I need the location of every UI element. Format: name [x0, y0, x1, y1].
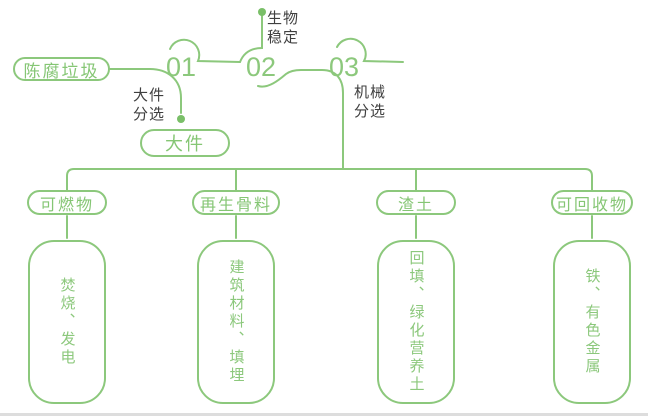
- label-bio-stabilization-line2: 稳定: [267, 28, 300, 46]
- label-bio-stabilization: 生物 稳定: [267, 10, 299, 47]
- wire-02-to-main-drop: [257, 69, 344, 169]
- detail-text-slag-soil: 回填、绿化营养土: [407, 250, 425, 394]
- detail-box-recycled-aggregate: 建筑材料、填埋: [197, 240, 275, 404]
- detail-text-combustibles: 焚烧、发电: [58, 277, 76, 367]
- step-number-01: 01: [165, 52, 197, 82]
- label-bio-stabilization-line1: 生物: [267, 10, 300, 27]
- branch-combustibles-label: 可燃物: [39, 196, 94, 214]
- label-bulky-sorting: 大件 分选: [133, 87, 165, 124]
- branch-combustibles-node: 可燃物: [27, 190, 107, 215]
- branch-recycled-aggregate-node: 再生骨料: [192, 190, 280, 215]
- wire-arc-over-03-exit: [336, 37, 404, 63]
- branch-recyclables-node: 可回收物: [551, 190, 633, 215]
- source-label: 陈腐垃圾: [23, 61, 100, 81]
- detail-text-recycled-aggregate: 建筑材料、填埋: [227, 259, 245, 385]
- label-bulky-sorting-line2: 分选: [133, 105, 166, 123]
- source-node: 陈腐垃圾: [13, 57, 110, 81]
- bottom-divider: [0, 413, 648, 416]
- wire-arc-to-bio-stem: [239, 15, 263, 63]
- detail-box-combustibles: 焚烧、发电: [28, 240, 106, 404]
- branch-recycled-aggregate-label: 再生骨料: [199, 196, 272, 214]
- label-mechanical-sorting-line1: 机械: [354, 84, 387, 101]
- branch-slag-soil-node: 渣土: [376, 190, 456, 215]
- step-number-03: 03: [328, 52, 360, 82]
- branch-slag-soil-label: 渣土: [397, 196, 434, 214]
- wire-arc-over-01: [169, 38, 241, 63]
- wire-source-to-bulky-drop: [109, 68, 182, 114]
- bulky-output-label: 大件: [165, 134, 205, 154]
- label-mechanical-sorting-line2: 分选: [354, 102, 387, 120]
- label-bulky-sorting-line1: 大件: [133, 87, 166, 104]
- detail-box-slag-soil: 回填、绿化营养土: [377, 240, 455, 404]
- step-number-02: 02: [245, 52, 277, 82]
- bio-stem-dot: [258, 8, 266, 16]
- detail-text-recyclables: 铁、有色金属: [583, 268, 601, 376]
- bulky-output-node: 大件: [140, 129, 230, 157]
- detail-box-recyclables: 铁、有色金属: [553, 240, 631, 404]
- branch-recyclables-label: 可回收物: [555, 196, 628, 214]
- wire-distribution-bus: [66, 168, 593, 191]
- bulky-drop-dot: [177, 115, 185, 123]
- label-mechanical-sorting: 机械 分选: [354, 84, 386, 121]
